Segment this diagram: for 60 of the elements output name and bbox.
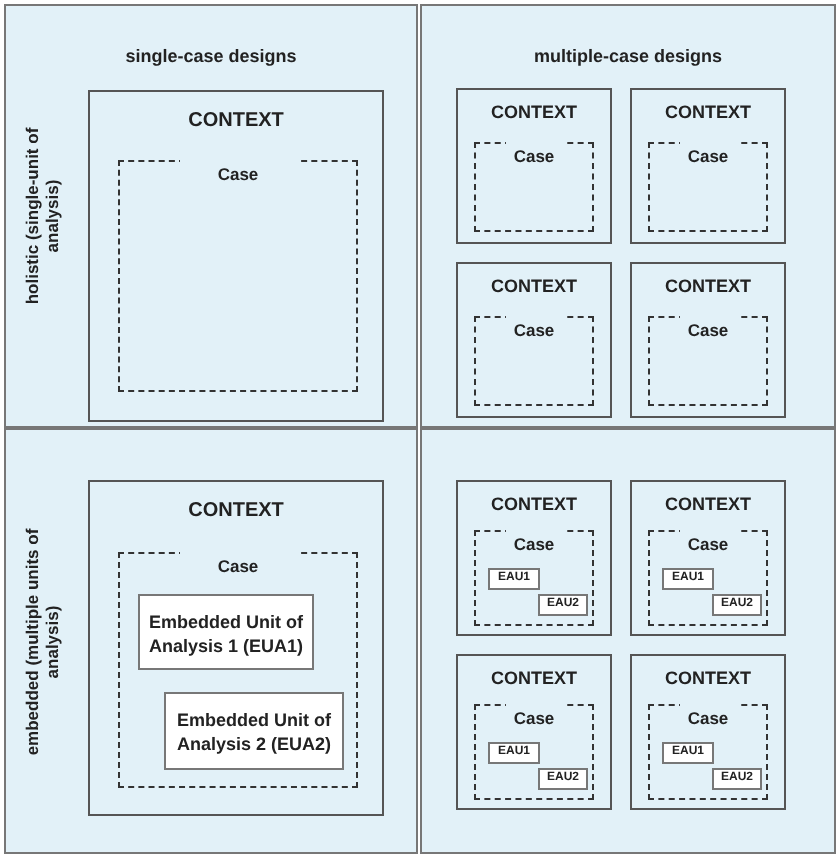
column-heading: single-case designs bbox=[123, 46, 299, 66]
box-title: CONTEXT bbox=[488, 102, 579, 122]
embedded-unit-box bbox=[538, 768, 588, 790]
embedded-unit-box bbox=[138, 594, 314, 670]
context-box bbox=[456, 654, 612, 810]
embedded-unit-box bbox=[488, 742, 540, 764]
context-box bbox=[630, 88, 786, 244]
box-title: Case bbox=[505, 314, 563, 340]
box-title: Case bbox=[179, 158, 297, 184]
case-dashed-box bbox=[474, 530, 594, 626]
box-text: Embedded Unit of Analysis 1 (EUA1) bbox=[146, 610, 306, 658]
matrix-cell bbox=[4, 4, 418, 428]
context-box bbox=[88, 90, 384, 422]
box-text: Embedded Unit of Analysis 2 (EUA2) bbox=[174, 708, 334, 756]
embedded-unit-box bbox=[712, 594, 762, 616]
context-box bbox=[456, 480, 612, 636]
embedded-unit-box bbox=[662, 568, 714, 590]
box-title: Case bbox=[679, 702, 737, 728]
box-title: CONTEXT bbox=[662, 668, 753, 688]
case-dashed-box bbox=[474, 704, 594, 800]
context-box bbox=[630, 480, 786, 636]
box-title: CONTEXT bbox=[662, 494, 753, 514]
box-title: Case bbox=[505, 140, 563, 166]
embedded-unit-box bbox=[662, 742, 714, 764]
box-title: CONTEXT bbox=[488, 668, 579, 688]
context-box bbox=[456, 88, 612, 244]
column-heading: multiple-case designs bbox=[531, 46, 725, 66]
matrix-cell bbox=[420, 4, 836, 428]
box-title: Case bbox=[505, 702, 563, 728]
context-box bbox=[88, 480, 384, 816]
box-title: CONTEXT bbox=[488, 276, 579, 296]
row-heading: embedded (multiple units of analysis) bbox=[22, 525, 62, 759]
box-title: Case bbox=[679, 140, 737, 166]
box-title: CONTEXT bbox=[186, 500, 286, 522]
case-dashed-box bbox=[474, 142, 594, 232]
matrix-cell bbox=[420, 428, 836, 854]
case-dashed-box bbox=[118, 160, 358, 392]
context-box bbox=[456, 262, 612, 418]
box-title: Case bbox=[679, 528, 737, 554]
case-dashed-box bbox=[648, 316, 768, 406]
embedded-unit-box bbox=[538, 594, 588, 616]
context-box bbox=[630, 654, 786, 810]
matrix-cell bbox=[4, 428, 418, 854]
embedded-unit-box bbox=[488, 568, 540, 590]
box-title: Case bbox=[179, 550, 297, 576]
case-dashed-box bbox=[648, 704, 768, 800]
row-heading: holistic (single-unit of analysis) bbox=[22, 125, 62, 309]
case-dashed-box bbox=[474, 316, 594, 406]
case-dashed-box bbox=[118, 552, 358, 788]
embedded-unit-box bbox=[712, 768, 762, 790]
box-title: Case bbox=[505, 528, 563, 554]
case-dashed-box bbox=[648, 142, 768, 232]
context-box bbox=[630, 262, 786, 418]
case-dashed-box bbox=[648, 530, 768, 626]
box-title: Case bbox=[679, 314, 737, 340]
box-title: CONTEXT bbox=[662, 102, 753, 122]
box-title: CONTEXT bbox=[186, 110, 286, 132]
box-title: CONTEXT bbox=[662, 276, 753, 296]
embedded-unit-box bbox=[164, 692, 344, 770]
box-title: CONTEXT bbox=[488, 494, 579, 514]
